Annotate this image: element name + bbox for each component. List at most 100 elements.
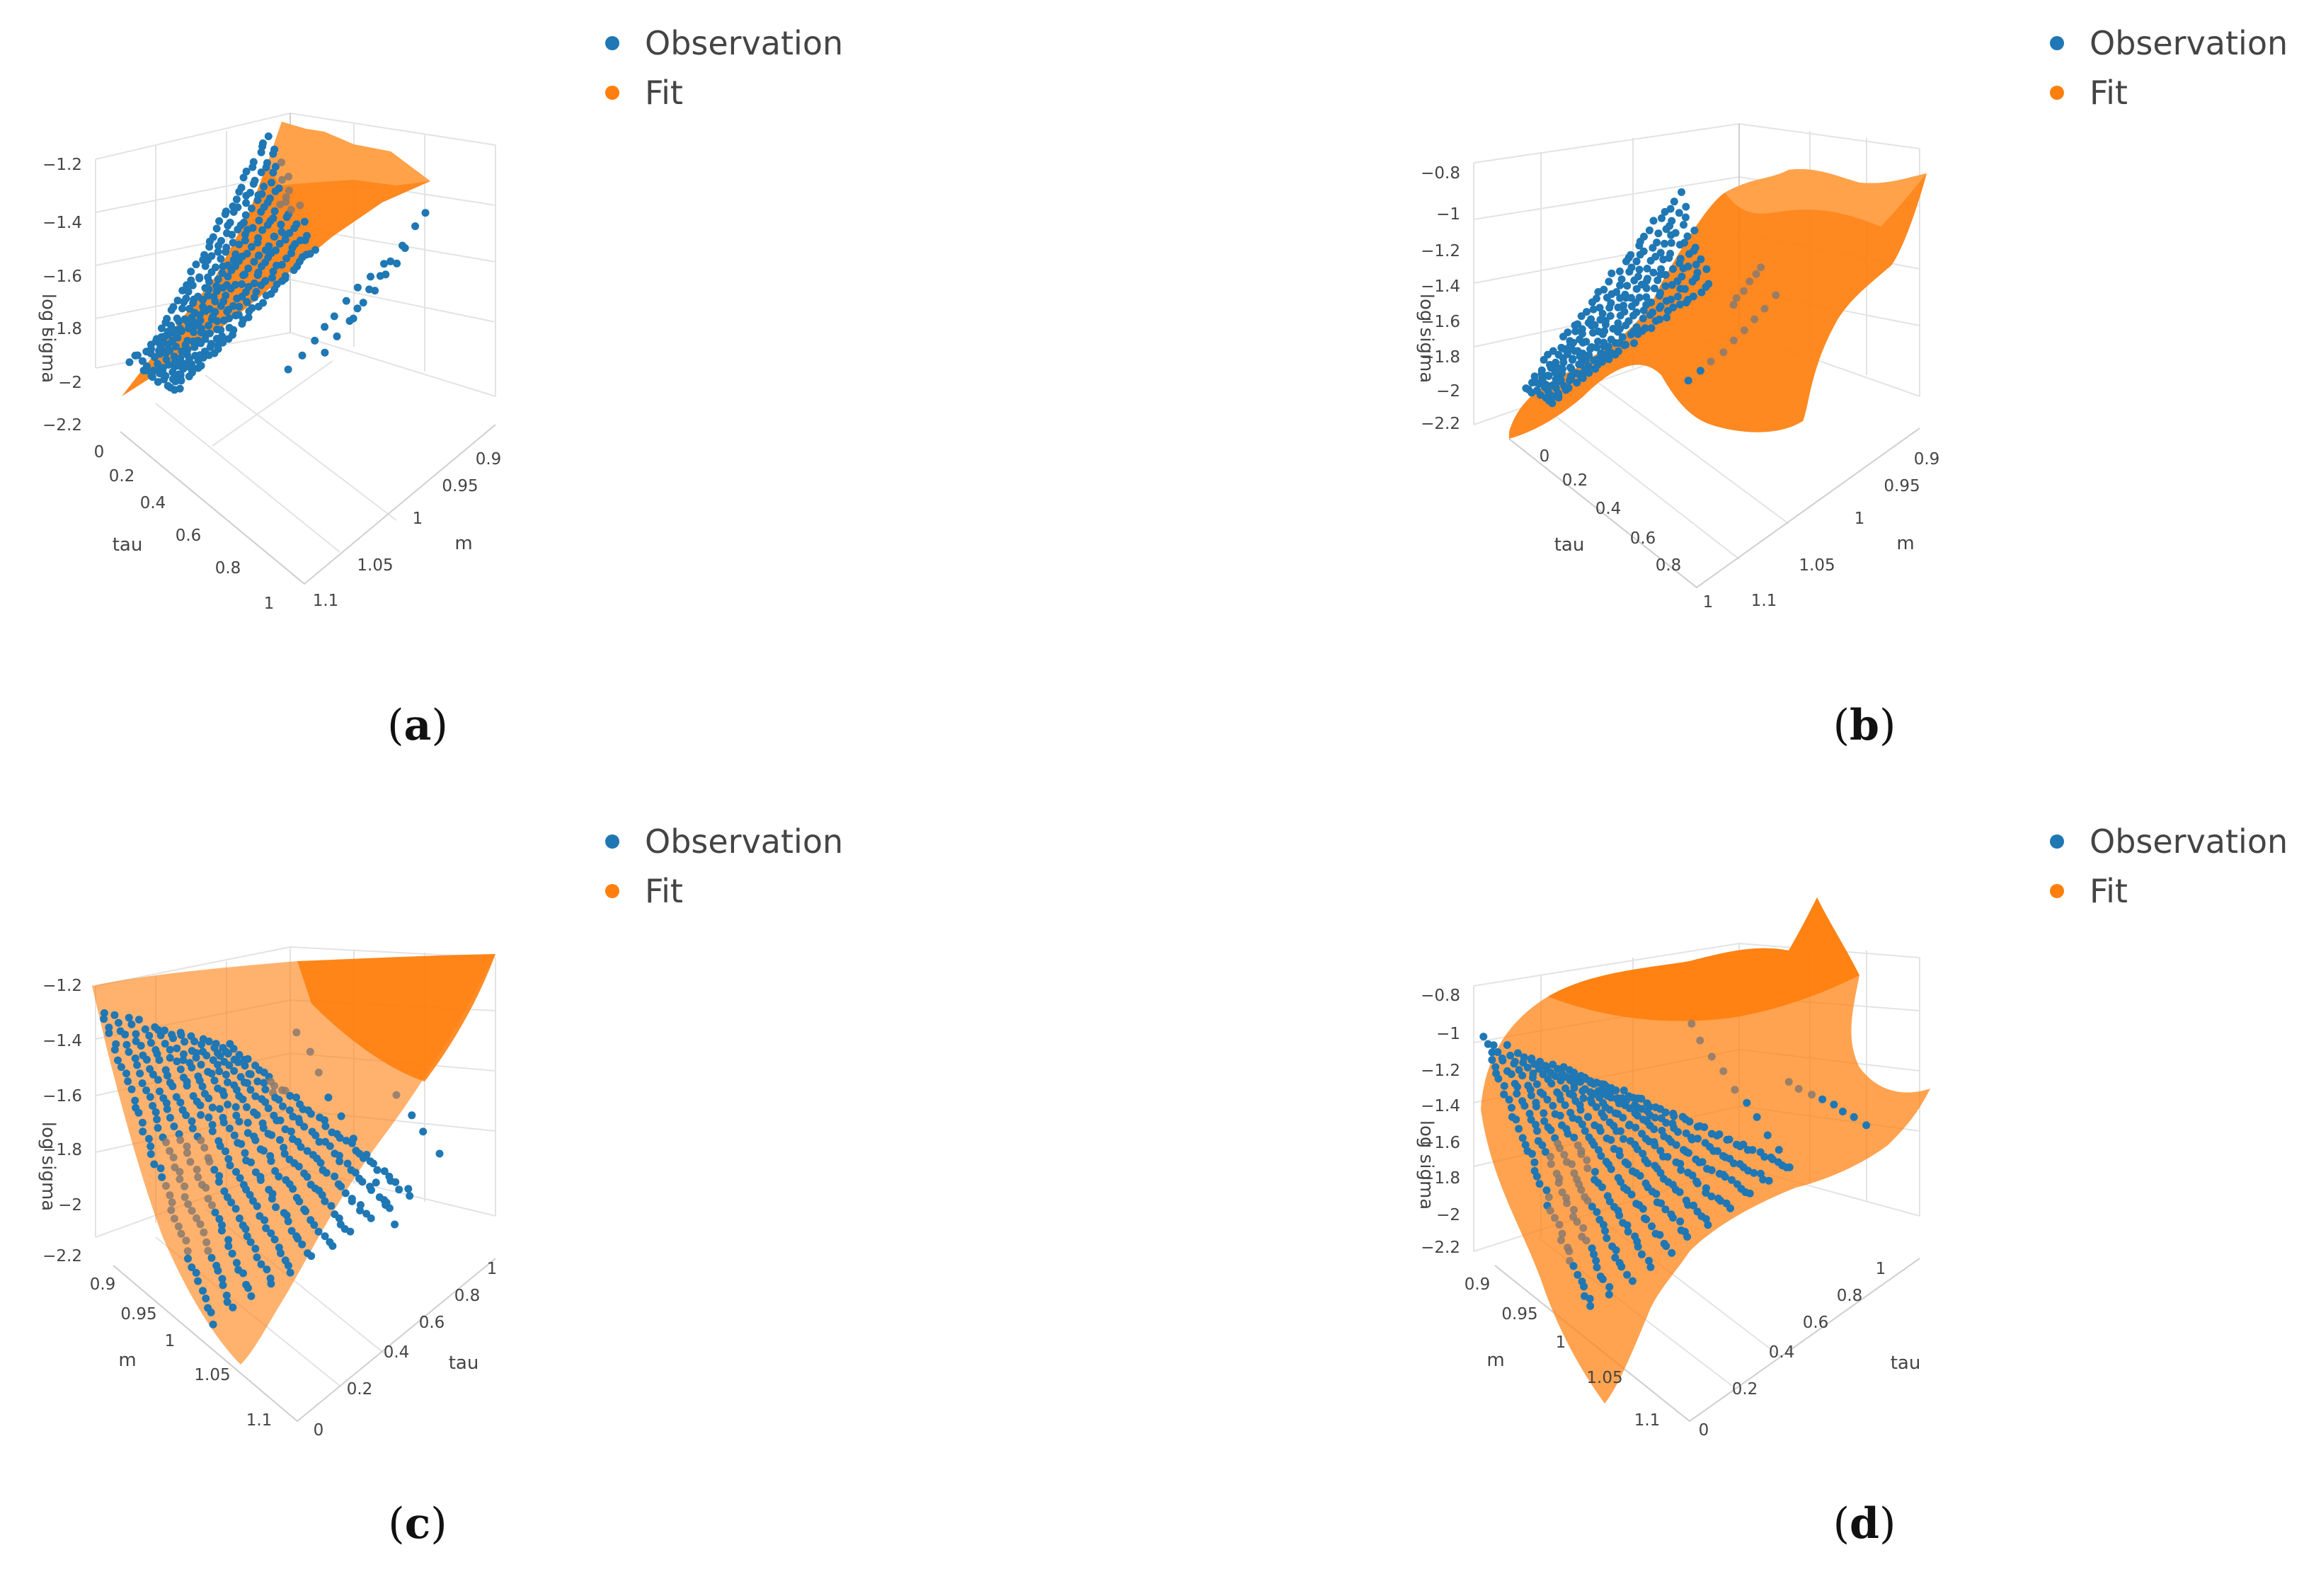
observation-point	[1757, 263, 1765, 272]
observation-point	[1752, 270, 1760, 278]
observation-point	[231, 1103, 240, 1111]
observation-point	[1648, 1222, 1656, 1231]
observation-point	[1582, 338, 1591, 346]
legend-item-fit[interactable]: Fit	[2050, 866, 2288, 916]
observation-point	[1662, 1118, 1670, 1127]
observation-point	[168, 1198, 176, 1207]
observation-point	[1728, 1176, 1736, 1184]
observation-point	[336, 1157, 344, 1166]
observation-point	[214, 1266, 222, 1275]
observation-point	[1540, 1117, 1549, 1125]
observation-point	[1656, 302, 1665, 311]
observation-point	[281, 272, 290, 280]
caption-letter: b	[1850, 701, 1879, 750]
observation-point	[251, 1244, 260, 1253]
observation-point	[243, 1055, 252, 1063]
legend-item-observation[interactable]: Observation	[605, 817, 843, 866]
tau-axis-d: 0 0.2 0.4 0.6 0.8 1 tau	[1699, 1260, 1921, 1440]
observation-point	[199, 1287, 207, 1295]
observation-point	[174, 1222, 183, 1231]
observation-point	[158, 1173, 166, 1181]
observation-point	[1668, 1248, 1676, 1257]
observation-point	[321, 323, 329, 331]
observation-point	[295, 1198, 304, 1206]
observation-point	[150, 1160, 159, 1169]
observation-point	[1740, 326, 1748, 335]
observation-point	[292, 1028, 301, 1037]
observation-point	[1580, 1282, 1588, 1291]
legend-item-observation[interactable]: Observation	[2050, 817, 2288, 866]
tau-tick-c: 0.4	[384, 1343, 410, 1362]
tau-tick-c: 1	[487, 1260, 498, 1278]
observation-point	[1661, 282, 1670, 290]
observation-point	[166, 346, 174, 355]
observation-point	[1542, 381, 1550, 389]
fit-surface-b	[1509, 169, 1927, 439]
observation-point	[170, 1123, 178, 1130]
observation-point	[115, 1018, 122, 1027]
observation-point	[204, 1246, 212, 1255]
observation-point	[1689, 292, 1697, 301]
observation-point	[1574, 320, 1582, 328]
observation-point	[219, 338, 227, 347]
observation-point	[156, 1164, 165, 1173]
observation-point	[1532, 1080, 1541, 1089]
observation-point	[205, 329, 214, 338]
observation-point	[286, 1268, 294, 1277]
observation-point	[1605, 1198, 1614, 1205]
legend-b: Observation Fit	[2050, 18, 2288, 117]
m-tick-c: 1	[165, 1332, 176, 1350]
observation-point	[183, 1149, 191, 1157]
z-tick-c: −1.4	[42, 1032, 82, 1050]
observation-point	[1661, 270, 1670, 279]
observation-point	[236, 1073, 245, 1081]
observation-point	[1568, 356, 1576, 364]
observation-point	[147, 1142, 155, 1151]
observation-point	[1617, 275, 1626, 284]
caption-a: (a)	[354, 701, 481, 750]
observation-point	[275, 1136, 284, 1144]
observation-point	[240, 218, 248, 226]
observation-point	[187, 268, 195, 276]
observation-point	[1614, 347, 1622, 355]
observation-point	[200, 1228, 208, 1236]
z-tick-b: −2	[1436, 382, 1460, 401]
caption-open: (	[1833, 1499, 1850, 1549]
observation-point	[372, 1178, 380, 1187]
legend-item-fit[interactable]: Fit	[2050, 68, 2288, 117]
observation-point	[188, 1063, 196, 1072]
observation-point	[127, 1020, 136, 1028]
observation-point	[1719, 348, 1728, 357]
observation-point	[168, 1082, 177, 1091]
z-tick-a: −1.6	[42, 268, 82, 286]
observation-point	[1532, 1172, 1541, 1181]
observation-point	[1666, 205, 1675, 213]
fit-marker-icon	[605, 884, 619, 898]
observation-point	[164, 1072, 171, 1080]
legend-item-fit[interactable]: Fit	[605, 68, 843, 117]
observation-point	[214, 1060, 222, 1069]
tau-tick-d: 0.8	[1837, 1287, 1863, 1305]
m-tick-b: 0.9	[1914, 450, 1940, 469]
observation-point	[254, 234, 263, 242]
legend-item-observation[interactable]: Observation	[2050, 18, 2288, 68]
observation-point	[234, 311, 243, 319]
observation-point	[1600, 1113, 1608, 1121]
observation-point	[161, 1026, 168, 1035]
observation-point	[235, 240, 243, 248]
observation-point	[1663, 314, 1671, 322]
legend-item-fit[interactable]: Fit	[605, 866, 843, 916]
observation-point	[236, 1174, 244, 1182]
observation-point	[1600, 285, 1608, 294]
observation-point	[216, 1052, 224, 1060]
observation-point	[246, 1238, 255, 1246]
tau-tick-b: 0.2	[1562, 471, 1588, 490]
observation-point	[268, 178, 275, 187]
legend-item-observation[interactable]: Observation	[605, 18, 843, 68]
observation-point	[170, 352, 178, 361]
observation-point	[1574, 1270, 1582, 1279]
observation-point	[328, 1242, 337, 1250]
observation-point	[1620, 1086, 1628, 1095]
observation-point	[197, 362, 205, 370]
observation-point	[1527, 1091, 1535, 1100]
